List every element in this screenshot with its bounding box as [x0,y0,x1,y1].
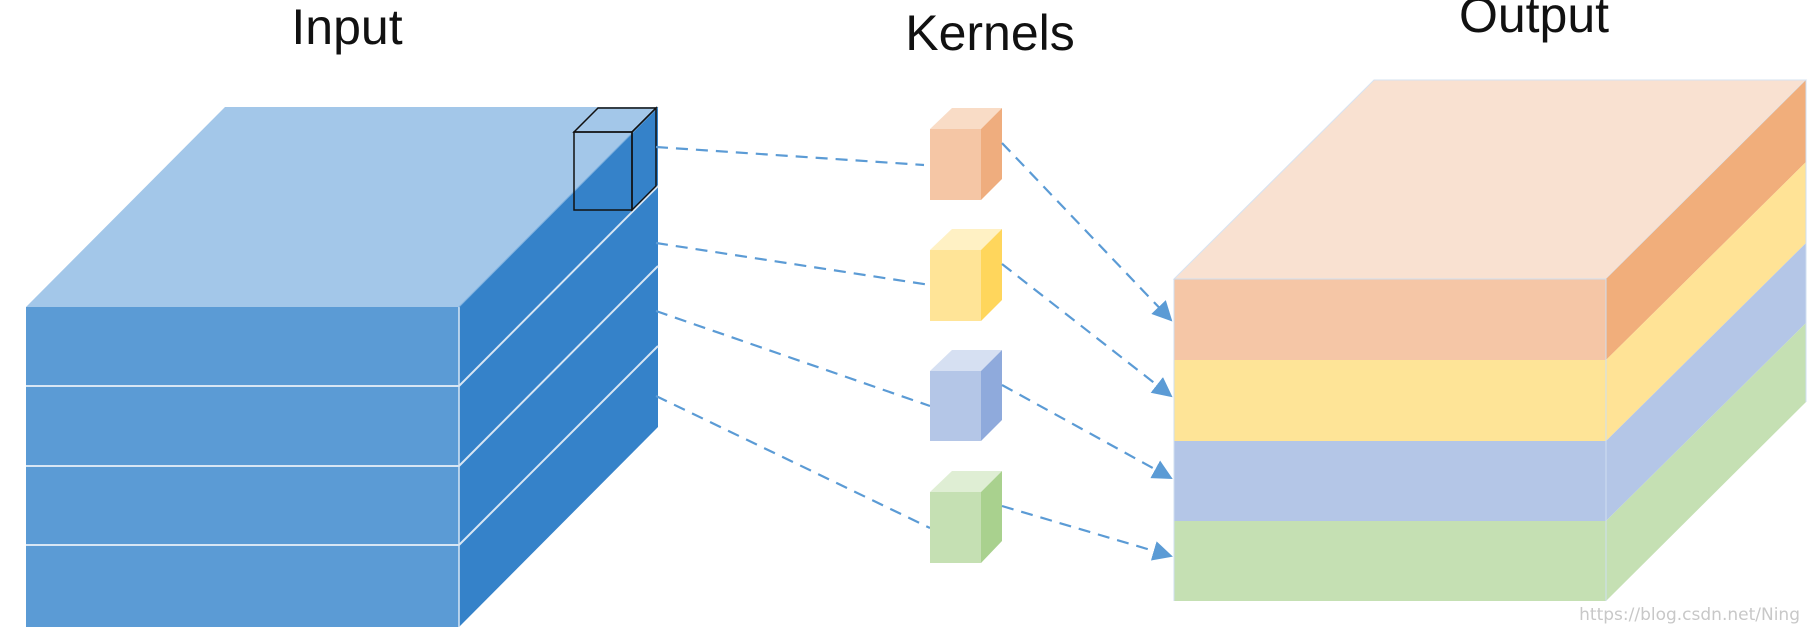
connector-line [655,395,931,529]
output-block [1172,79,1808,601]
output-layer-yellow [1174,360,1606,441]
arrow-orange [1001,142,1173,322]
kernels-title: Kernels [905,5,1075,61]
kernel-blue [930,350,1002,441]
output-side-orange [1606,80,1806,360]
kernel-green [930,471,1002,563]
output-title: Output [1459,0,1609,43]
arrow-yellow [1001,263,1173,398]
connector-line [655,145,925,167]
input-block [26,106,659,627]
output-layer-orange [1174,279,1606,360]
output-layer-green [1174,521,1606,601]
kernel-to-output-arrows [1001,142,1173,561]
output-side-yellow [1606,162,1806,441]
input-title: Input [291,0,402,55]
watermark-text: https://blog.csdn.net/Ning [1579,605,1800,625]
kernel-orange [930,108,1002,200]
kernel-yellow [930,229,1002,321]
output-side-blue [1606,243,1806,521]
input-layer-divider [458,345,659,546]
input-to-kernel-connectors [655,145,931,529]
input-layer-divider [458,265,659,467]
arrow-green [1001,504,1173,561]
output-layer-blue [1174,441,1606,521]
arrow-blue [1001,384,1173,479]
output-side-green [1606,323,1806,601]
receptive-field-cube [572,106,658,212]
connector-line [655,241,931,287]
input-edge [458,106,659,308]
input-top-face [26,107,658,307]
connector-line [655,309,931,408]
input-layer-divider [458,185,659,387]
